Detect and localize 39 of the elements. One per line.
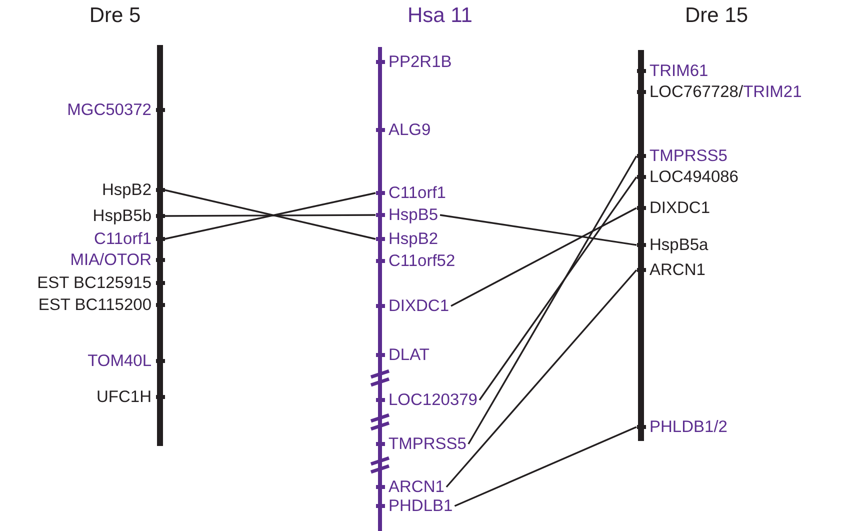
gene-label: LOC494086 xyxy=(650,168,738,186)
gene-label: DIXDC1 xyxy=(388,296,450,316)
connector-line xyxy=(440,214,637,246)
gene-label: PHDLB1 xyxy=(388,496,453,516)
gene-label: ARCN1 xyxy=(650,260,706,280)
gene-label: C11orf52 xyxy=(388,252,456,270)
gene-label: MGC50372 xyxy=(67,100,152,120)
gene-label: HspB2 xyxy=(388,230,438,248)
gene-label: LOC120379 xyxy=(388,390,478,410)
gene-label: DIXDC1 xyxy=(650,198,710,218)
gene-label: HspB5 xyxy=(388,206,438,224)
connector-line xyxy=(164,214,376,217)
gene-label: TMPRSS5 xyxy=(388,434,466,454)
gene-label: HspB2 xyxy=(102,180,152,200)
gene-label: TMPRSS5 xyxy=(650,146,728,166)
gene-label: ALG9 xyxy=(388,120,431,140)
gene-label: EST BC115200 xyxy=(38,296,152,314)
gene-label: C11orf1 xyxy=(94,230,152,248)
gene-label: TRIM61 xyxy=(650,62,708,80)
gene-label: MIA/OTOR xyxy=(70,250,152,270)
gene-label: EST BC125915 xyxy=(37,274,152,292)
connector-line xyxy=(454,426,637,507)
chromosome-label: Dre 5 xyxy=(88,4,142,28)
gene-label: UFC1H xyxy=(96,388,152,406)
connector-line xyxy=(478,176,638,400)
gene-label: PHLDB1/2 xyxy=(650,418,728,436)
chromosome-label: Hsa 11 xyxy=(406,4,474,28)
gene-label: ARCN1 xyxy=(388,478,444,496)
gene-label: HspB5b xyxy=(92,206,152,226)
gene-label: TOM40L xyxy=(88,352,152,370)
gene-label: PP2R1B xyxy=(388,52,452,72)
gene-label: C11orf1 xyxy=(388,184,446,202)
gene-label: LOC767728/TRIM21 xyxy=(650,82,802,102)
connector-line xyxy=(468,156,638,444)
connector-line xyxy=(446,269,638,488)
gene-label: DLAT xyxy=(388,346,430,364)
gene-label: HspB5a xyxy=(650,236,708,254)
chromosome-label: Dre 15 xyxy=(684,4,750,28)
connector-line xyxy=(450,207,637,307)
